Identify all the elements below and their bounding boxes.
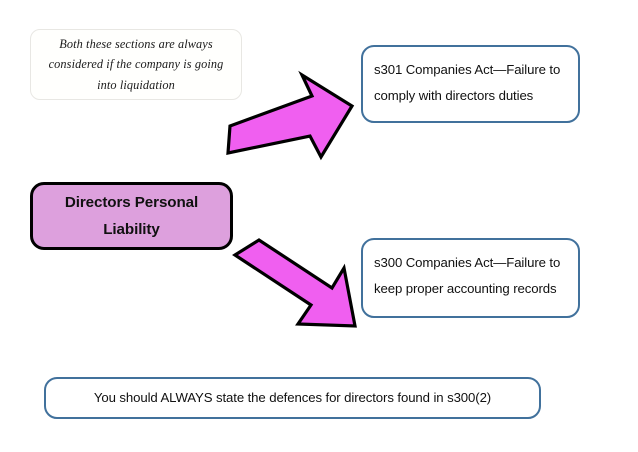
arrow-down-right-shape	[232, 238, 357, 328]
note-box-liquidation-text: Both these sections are always considere…	[48, 37, 224, 92]
arrow-up-right-icon	[226, 70, 355, 161]
arrow-up-right-shape	[226, 70, 355, 161]
node-directors-personal-liability[interactable]: Directors Personal Liability	[30, 182, 233, 250]
note-box-liquidation: Both these sections are always considere…	[30, 29, 242, 100]
node-s300-companies-act[interactable]: s300 Companies Act—Failure to keep prope…	[361, 238, 580, 318]
note-box-defences-text: You should ALWAYS state the defences for…	[93, 390, 492, 406]
node-s300-line2: keep proper accounting records	[374, 280, 557, 296]
node-s301-line1: s301 Companies Act—Failure to	[374, 62, 561, 77]
node-s301-line2: comply with directors duties	[374, 87, 534, 103]
node-s300-line1: s300 Companies Act—Failure to	[374, 255, 561, 270]
note-box-defences[interactable]: You should ALWAYS state the defences for…	[44, 377, 541, 419]
node-directors-personal-liability-line1: Directors Personal	[64, 193, 199, 211]
node-directors-personal-liability-line2: Liability	[103, 221, 160, 238]
node-s301-companies-act[interactable]: s301 Companies Act—Failure to comply wit…	[361, 45, 580, 123]
arrow-down-right-icon	[232, 238, 357, 328]
